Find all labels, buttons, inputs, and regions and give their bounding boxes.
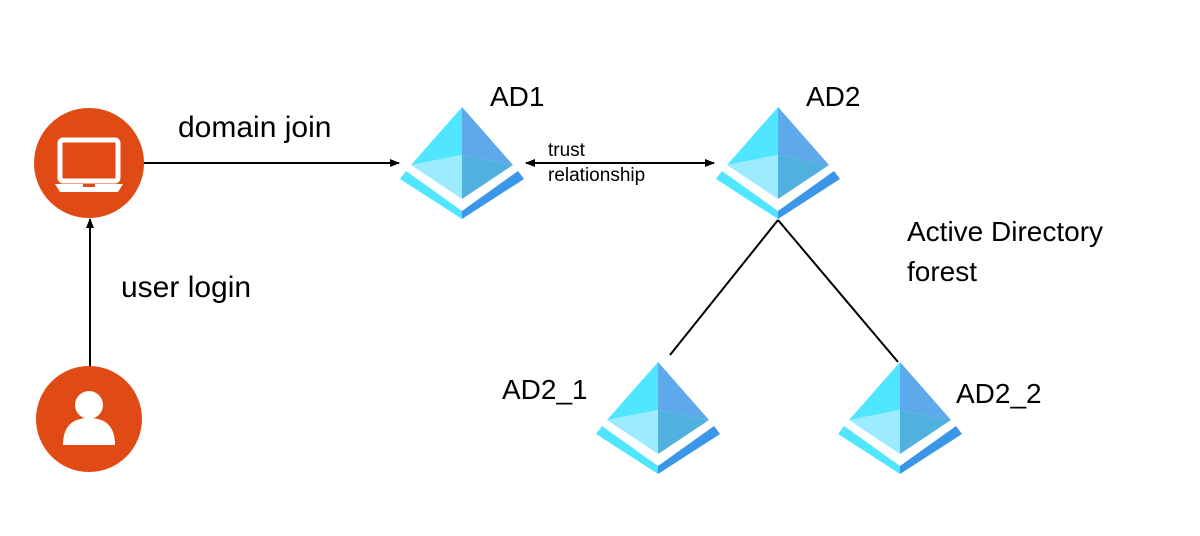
domain-join-label: domain join (178, 111, 332, 144)
laptop-icon (55, 137, 123, 192)
edge-ad2-to-ad2-2 (777, 219, 899, 363)
ad2-2-node[interactable] (838, 362, 962, 474)
trust-label-line1: trust (548, 140, 585, 161)
user-login-label: user login (121, 271, 252, 304)
ad2-1-node[interactable] (596, 362, 720, 474)
active-directory-icon (596, 362, 720, 474)
user-icon (63, 391, 115, 445)
trust-label-line2: relationship (548, 165, 646, 186)
active-directory-icon (838, 362, 962, 474)
active-directory-icon (400, 107, 524, 219)
edge-ad2-to-ad2-1 (669, 219, 779, 356)
user-node[interactable] (36, 366, 142, 472)
ad2-2-label: AD2_2 (956, 378, 1042, 409)
ad2-label: AD2 (806, 81, 861, 112)
active-directory-icon (716, 107, 840, 219)
ad2-1-label: AD2_1 (502, 374, 588, 405)
laptop-node[interactable] (34, 108, 144, 218)
forest-label-line2: forest (907, 256, 978, 287)
ad1-node[interactable] (400, 107, 524, 219)
forest-label-line1: Active Directory (907, 216, 1104, 247)
ad2-node[interactable] (716, 107, 840, 219)
ad1-label: AD1 (490, 81, 545, 112)
